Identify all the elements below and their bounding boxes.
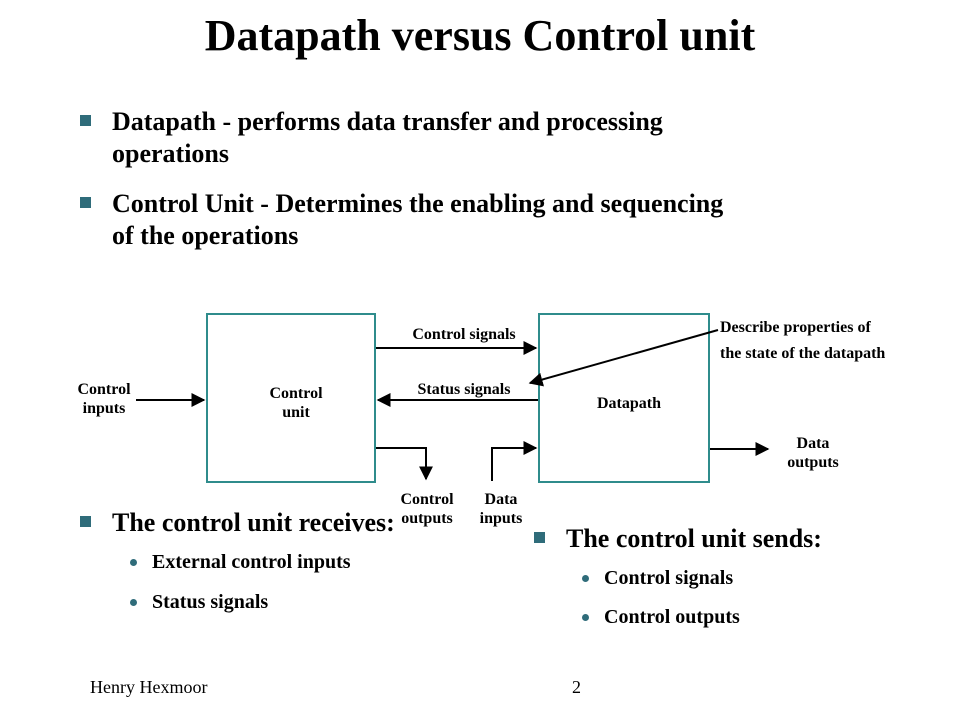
status-signals-label: Status signals: [417, 381, 511, 398]
bullet-line: Datapath - performs data transfer and pr…: [112, 107, 663, 136]
describe-pointer-arrow: [528, 329, 719, 387]
receives-item: External control inputs: [128, 550, 351, 574]
control-outputs-label: Control outputs: [400, 491, 454, 527]
bullet-datapath: Datapath - performs data transfer and pr…: [80, 106, 912, 170]
control-inputs-label: Control inputs: [77, 381, 131, 417]
control-outputs-arrow: [376, 447, 433, 481]
square-bullet-icon: [80, 516, 91, 527]
datapath-box: [538, 313, 710, 483]
receives-heading: The control unit receives:: [80, 507, 532, 539]
data-inputs-label: Data inputs: [479, 491, 523, 527]
bullet-control-unit: Control Unit - Determines the enabling a…: [80, 188, 932, 252]
receives-item: Status signals: [128, 590, 268, 614]
slide-title: Datapath versus Control unit: [204, 11, 756, 60]
control-signals-label: Control signals: [412, 326, 516, 343]
data-inputs-arrow: [491, 441, 538, 481]
sends-heading: The control unit sends:: [534, 523, 960, 555]
bullet-line: Control Unit - Determines the enabling a…: [112, 189, 724, 218]
data-outputs-label: Data outputs: [787, 435, 839, 471]
round-bullet-icon: [582, 575, 589, 582]
square-bullet-icon: [80, 115, 91, 126]
sends-item: Control signals: [580, 566, 733, 590]
sends-item: Control outputs: [580, 605, 740, 629]
round-bullet-icon: [130, 559, 137, 566]
round-bullet-icon: [130, 599, 137, 606]
square-bullet-icon: [80, 197, 91, 208]
describe-label: Describe properties of the state of the …: [720, 319, 886, 362]
bullet-line: of the operations: [112, 221, 299, 250]
round-bullet-icon: [582, 614, 589, 621]
footer-author: Henry Hexmoor: [90, 677, 208, 697]
datapath-label: Datapath: [596, 395, 661, 412]
page-number: 2: [572, 677, 581, 697]
control-unit-box: [206, 313, 376, 483]
square-bullet-icon: [534, 532, 545, 543]
bullet-line: operations: [112, 139, 229, 168]
control-unit-label: Control unit: [269, 385, 323, 421]
